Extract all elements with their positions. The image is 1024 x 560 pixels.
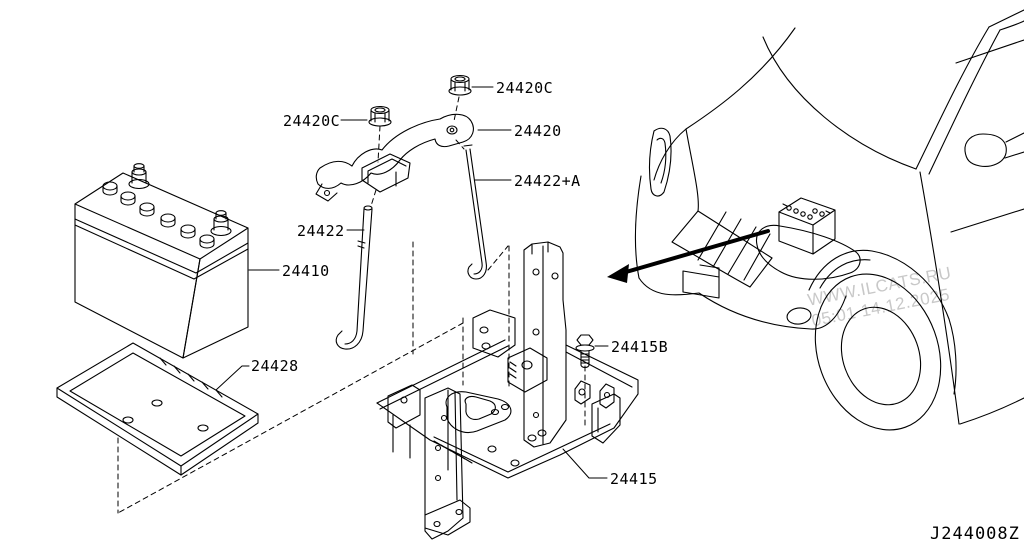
battery-cover-24428-drawing	[56, 342, 259, 476]
part-label-24415[interactable]: 24415	[610, 470, 658, 488]
leader-lines	[215, 86, 609, 479]
diagram-code: J244008Z	[930, 524, 1020, 544]
rod-24422a-drawing	[463, 144, 487, 280]
bolt-24415b-drawing	[575, 334, 595, 369]
part-label-24420c-left[interactable]: 24420C	[283, 112, 341, 130]
part-label-24428[interactable]: 24428	[251, 357, 299, 375]
location-arrow	[607, 229, 770, 283]
part-label-24410[interactable]: 24410	[282, 262, 330, 280]
battery-24410-drawing	[74, 163, 249, 359]
part-label-24420c-top[interactable]: 24420C	[496, 79, 554, 97]
hold-down-frame-24420-drawing	[315, 113, 474, 202]
rod-24422-drawing	[335, 205, 373, 350]
part-label-24422[interactable]: 24422	[297, 222, 345, 240]
alignment-dashed-lines	[117, 96, 586, 514]
part-label-24415b[interactable]: 24415B	[611, 338, 669, 356]
car-front-sketch	[634, 9, 1024, 431]
part-label-24422a[interactable]: 24422+A	[514, 172, 581, 190]
part-label-24420[interactable]: 24420	[514, 122, 562, 140]
flange-nut-24420c-right-drawing	[448, 74, 472, 96]
mounting-bracket-24415-drawing	[376, 241, 639, 540]
flange-nut-24420c-left-drawing	[368, 105, 392, 127]
